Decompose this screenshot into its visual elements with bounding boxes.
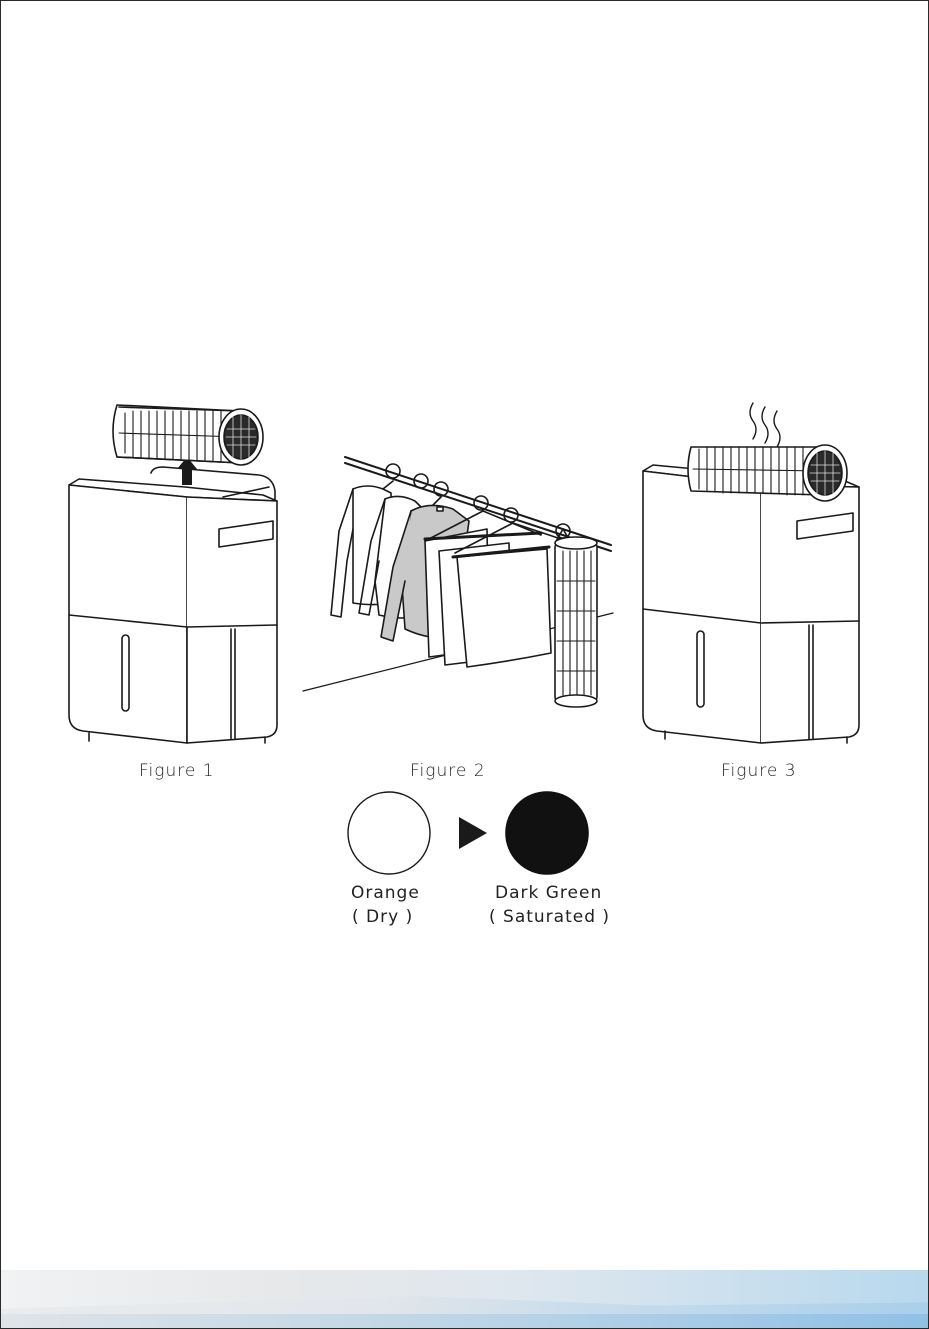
dry-color-label: Orange <box>351 883 420 903</box>
saturated-color-label: Dark Green <box>495 883 602 903</box>
figure2-illustration <box>303 457 613 707</box>
dry-state-label: ( Dry ) <box>352 907 413 927</box>
dehumidifier-unit <box>69 467 277 743</box>
figure2-caption: Figure 2 <box>410 761 486 781</box>
footer-stripe <box>1 1314 928 1328</box>
dehumidifier-unit-2 <box>643 465 859 743</box>
towel-3 <box>453 523 567 667</box>
hanging-cartridge <box>555 529 597 707</box>
saturated-state-circle <box>506 792 588 874</box>
figure3-illustration <box>643 403 859 743</box>
color-indicator <box>348 792 588 874</box>
dry-state-circle <box>348 792 430 874</box>
saturated-state-label: ( Saturated ) <box>489 907 610 927</box>
desiccant-cartridge <box>113 405 263 465</box>
footer-decoration <box>1 1270 928 1328</box>
heat-waves-icon <box>750 403 780 447</box>
figure1-illustration <box>69 405 277 743</box>
figure3-caption: Figure 3 <box>721 761 797 781</box>
figure1-caption: Figure 1 <box>139 761 215 781</box>
transition-arrow-icon <box>459 817 487 849</box>
